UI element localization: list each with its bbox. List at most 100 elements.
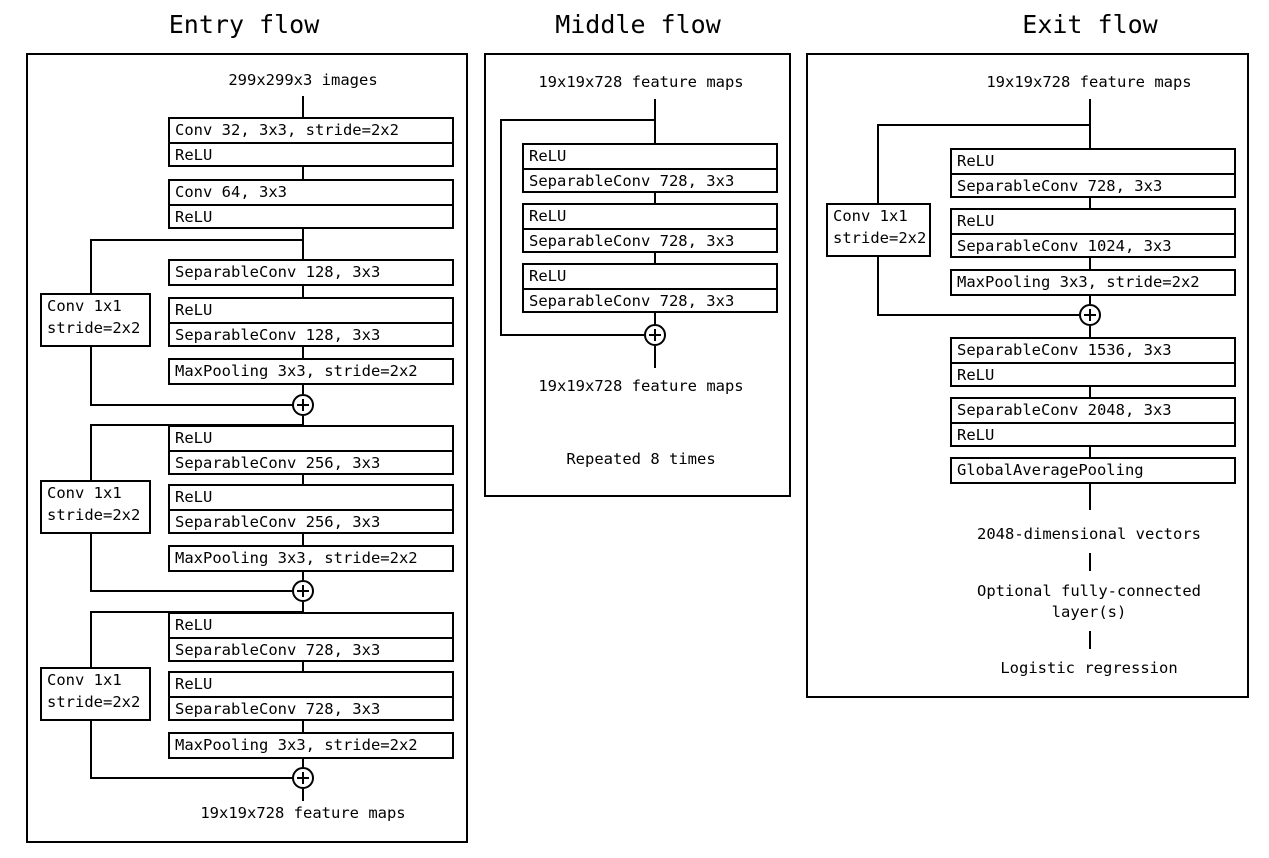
connector-line — [302, 534, 304, 545]
add-node — [292, 580, 314, 602]
middle-input-caption: 19x19x728 feature maps — [538, 73, 744, 91]
connector-line — [654, 346, 656, 368]
exit-shortcut-conv: Conv 1x1 stride=2x2 — [826, 203, 931, 257]
node-row: ReLU — [175, 301, 213, 319]
connector-line — [302, 602, 304, 612]
shortcut-line-2: stride=2x2 — [47, 319, 141, 337]
entry-output-caption: 19x19x728 feature maps — [200, 804, 406, 822]
residual-branch-line — [90, 239, 304, 241]
exit-fc-caption: Optional fully-connected layer(s) — [977, 582, 1201, 621]
shortcut-line-1: Conv 1x1 — [47, 671, 122, 689]
node-row: SeparableConv 728, 3x3 — [524, 288, 776, 311]
shortcut-line-2: stride=2x2 — [833, 229, 927, 247]
node-row: ReLU — [952, 362, 1234, 385]
node-row: ReLU — [170, 204, 452, 227]
shortcut-line-1: Conv 1x1 — [833, 207, 908, 225]
exit-tail-box-2: SeparableConv 2048, 3x3 ReLU — [950, 397, 1236, 447]
shortcut-line-1: Conv 1x1 — [47, 484, 122, 502]
connector-line — [1089, 553, 1091, 571]
exit-tail-box-3: GlobalAveragePooling — [950, 457, 1236, 484]
entry-shortcut-conv-2: Conv 1x1 stride=2x2 — [40, 480, 151, 534]
residual-branch-line — [500, 119, 656, 121]
entry-block2-box-2: ReLU SeparableConv 256, 3x3 — [168, 484, 454, 534]
node-row: SeparableConv 2048, 3x3 — [957, 401, 1172, 419]
add-node — [292, 767, 314, 789]
node-row: Conv 64, 3x3 — [175, 183, 287, 201]
connector-line — [302, 662, 304, 671]
entry-block2-box-1: ReLU SeparableConv 256, 3x3 — [168, 425, 454, 475]
exit-logistic-caption: Logistic regression — [1000, 659, 1178, 677]
shortcut-line-2: stride=2x2 — [47, 693, 141, 711]
node-row: ReLU — [952, 422, 1234, 445]
connector-line — [654, 253, 656, 263]
entry-shortcut-conv-1: Conv 1x1 stride=2x2 — [40, 293, 151, 347]
connector-line — [302, 347, 304, 358]
residual-merge-line — [90, 590, 294, 592]
connector-line — [1089, 258, 1091, 269]
connector-line — [302, 385, 304, 394]
middle-flow-title: Middle flow — [555, 10, 721, 39]
middle-flow-panel — [484, 53, 791, 497]
node-row: MaxPooling 3x3, stride=2x2 — [175, 362, 418, 380]
node-row: ReLU — [170, 142, 452, 165]
entry-block1-box-3: MaxPooling 3x3, stride=2x2 — [168, 358, 454, 385]
residual-branch-line — [877, 124, 1091, 126]
residual-merge-line — [90, 777, 294, 779]
node-row: Conv 32, 3x3, stride=2x2 — [175, 121, 399, 139]
node-row: MaxPooling 3x3, stride=2x2 — [957, 273, 1200, 291]
connector-line — [1089, 99, 1091, 148]
connector-line — [302, 475, 304, 484]
entry-block3-box-1: ReLU SeparableConv 728, 3x3 — [168, 612, 454, 662]
middle-repeat-caption: Repeated 8 times — [566, 450, 716, 468]
entry-block3-box-3: MaxPooling 3x3, stride=2x2 — [168, 732, 454, 759]
entry-shortcut-conv-3: Conv 1x1 stride=2x2 — [40, 667, 151, 721]
add-node — [292, 394, 314, 416]
connector-line — [302, 572, 304, 580]
node-row: SeparableConv 128, 3x3 — [175, 263, 381, 281]
entry-block1-box-2: ReLU SeparableConv 128, 3x3 — [168, 297, 454, 347]
connector-line — [1089, 484, 1091, 510]
node-row: ReLU — [957, 212, 995, 230]
node-row: ReLU — [529, 267, 567, 285]
exit-flow-panel — [806, 53, 1249, 698]
connector-line — [1089, 198, 1091, 208]
connector-line — [302, 721, 304, 732]
exit-tail-box-1: SeparableConv 1536, 3x3 ReLU — [950, 337, 1236, 387]
entry-block2-box-3: MaxPooling 3x3, stride=2x2 — [168, 545, 454, 572]
entry-block1-box-1: SeparableConv 128, 3x3 — [168, 259, 454, 286]
connector-line — [302, 96, 304, 117]
exit-residual-box-3: MaxPooling 3x3, stride=2x2 — [950, 269, 1236, 296]
residual-merge-line — [500, 334, 646, 336]
add-node — [644, 324, 666, 346]
residual-branch-line — [500, 119, 502, 335]
connector-line — [302, 416, 304, 425]
exit-residual-box-2: ReLU SeparableConv 1024, 3x3 — [950, 208, 1236, 258]
entry-stem-box-2: Conv 64, 3x3 ReLU — [168, 179, 454, 229]
add-node — [1079, 304, 1101, 326]
connector-line — [302, 167, 304, 179]
entry-input-caption: 299x299x3 images — [228, 71, 378, 89]
connector-line — [654, 99, 656, 143]
residual-merge-line — [877, 314, 1081, 316]
shortcut-line-2: stride=2x2 — [47, 506, 141, 524]
connector-line — [302, 789, 304, 801]
middle-box-2: ReLU SeparableConv 728, 3x3 — [522, 203, 778, 253]
node-row: SeparableConv 728, 3x3 — [170, 637, 452, 660]
exit-input-caption: 19x19x728 feature maps — [986, 73, 1192, 91]
entry-flow-panel — [26, 53, 468, 843]
node-row: SeparableConv 256, 3x3 — [170, 450, 452, 473]
connector-line — [302, 759, 304, 768]
connector-line — [654, 313, 656, 324]
connector-line — [1089, 296, 1091, 304]
node-row: GlobalAveragePooling — [957, 461, 1144, 479]
node-row: MaxPooling 3x3, stride=2x2 — [175, 736, 418, 754]
connector-line — [1089, 326, 1091, 337]
node-row: SeparableConv 728, 3x3 — [952, 173, 1234, 196]
node-row: ReLU — [175, 488, 213, 506]
node-row: MaxPooling 3x3, stride=2x2 — [175, 549, 418, 567]
node-row: SeparableConv 1024, 3x3 — [952, 233, 1234, 256]
connector-line — [302, 229, 304, 259]
node-row: SeparableConv 728, 3x3 — [170, 696, 452, 719]
node-row: ReLU — [529, 147, 567, 165]
